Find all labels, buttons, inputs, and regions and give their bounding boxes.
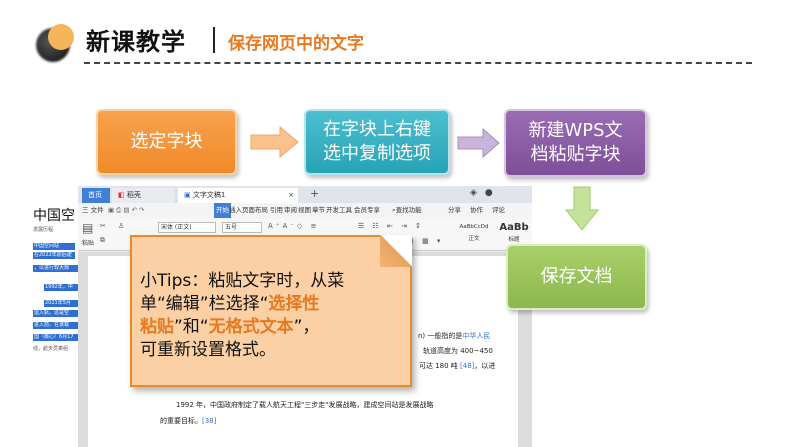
doc-text: 的重要目标。 [160, 417, 202, 425]
header-bullet-dot [48, 24, 74, 50]
tips-text-span: 单“编辑”栏选择“ [140, 294, 269, 314]
web-page-line: 发展历程 [33, 227, 54, 233]
header-divider [84, 62, 752, 64]
arrow-right-icon [457, 128, 500, 158]
style-normal-sample: AaBbCcDd [459, 224, 489, 230]
style-heading[interactable]: AaBb 标题 [496, 222, 532, 243]
tips-line: 可重新设置格式。 [140, 340, 276, 360]
cut-icon[interactable]: ✂ [100, 222, 106, 230]
doc-text: n) 一般指的是 [418, 332, 463, 340]
tips-highlight: 无格式文本 [208, 317, 294, 337]
web-page-selected-line: 进入前，在该载 [33, 322, 78, 329]
web-page-selected-line: ，以进行较大规 [33, 265, 78, 272]
paste-icon[interactable]: ▤ [82, 221, 94, 235]
menu-chapter[interactable]: 章节 [312, 206, 325, 214]
document-icon: ▣ [184, 191, 193, 199]
style-heading-sample: AaBb [499, 222, 529, 233]
flow-step-paste: 新建WPS文档粘贴字块 [504, 109, 647, 177]
tips-line: 小Tips：粘贴文字时，从菜 [140, 271, 345, 291]
search-command[interactable]: ⌕查找功能 [392, 203, 422, 218]
tab-docer-label: 稻壳 [126, 191, 141, 199]
collaborate-button[interactable]: 协作 [470, 206, 483, 214]
tips-highlight: 选择性 [268, 294, 320, 314]
flow-step-copy: 在字块上右键选中复制选项 [304, 109, 450, 175]
doc-link[interactable]: 中华人民 [462, 332, 491, 340]
tips-text-span: ”和“ [174, 317, 209, 337]
tips-line: 单“编辑”栏选择“选择性 [140, 293, 400, 316]
flow-step-copy-line2: 选中复制选项 [323, 143, 431, 164]
menu-member[interactable]: 会员专享 [354, 206, 380, 214]
menu-file[interactable]: 三 文件 [82, 206, 104, 214]
avatar[interactable]: ● [484, 188, 501, 198]
web-page-selected-line: 运入轨，这是空 [33, 310, 78, 317]
skin-icon[interactable]: ◈ [470, 188, 485, 198]
font-size-select[interactable]: 五号 [222, 222, 262, 233]
menu-start[interactable]: 开始 [214, 203, 231, 218]
paste-label[interactable]: 粘贴 [82, 240, 95, 247]
page-subtitle: 保存网页中的文字 [228, 34, 364, 54]
window-controls: ◈● [470, 188, 501, 198]
flow-step-copy-line1: 在字块上右键 [323, 119, 431, 140]
font-name-select[interactable]: 宋体 (正文) [158, 222, 216, 233]
menu-devtools[interactable]: 开发工具 [326, 206, 352, 214]
web-page-line: 线，航天员乘组 [33, 346, 69, 352]
tips-text-span: ”， [293, 317, 320, 337]
share-button[interactable]: 分享 [448, 206, 461, 214]
menu-reference[interactable]: 引用 [270, 206, 283, 214]
menu-review[interactable]: 审阅 [284, 206, 297, 214]
new-tab-button[interactable]: + [310, 187, 320, 200]
doc-citation[interactable]: [48] [460, 362, 475, 370]
copy-icon[interactable]: ⧉ [100, 236, 105, 244]
font-style-icons[interactable]: A⁺A⁻◇ ≡ [268, 222, 320, 230]
quick-access-icons[interactable]: ▣⎙▤↶↷ [108, 206, 147, 214]
doc-text: 可达 180 吨 [419, 362, 458, 370]
doc-text-line: 轨道高度为 400~450 [423, 347, 493, 355]
web-page-title: 中国空 [33, 208, 75, 224]
style-normal[interactable]: AaBbCcDd 正文 [456, 224, 492, 242]
menu-view[interactable]: 视图 [298, 206, 311, 214]
flow-step-paste-line1: 新建WPS文 [528, 120, 623, 141]
paragraph-icons[interactable]: ☰ ☷ ⇤ ⇥ ↕ [358, 222, 425, 230]
search-icon: ⌕ [392, 206, 396, 214]
arrow-down-icon [565, 186, 599, 231]
tips-highlight: 粘贴 [140, 317, 174, 337]
tab-home[interactable]: 首页 [82, 188, 110, 203]
web-page-selected-line: 国（核心）6月17 [33, 334, 78, 341]
tips-callout [130, 235, 412, 387]
docer-icon: ◧ [118, 191, 127, 199]
tab-document-label: 文字文稿1 [192, 191, 226, 199]
flow-step-select: 选定字块 [96, 109, 237, 175]
style-normal-label: 正文 [468, 236, 480, 242]
web-page-selected-line: 2021年5月 [44, 300, 78, 307]
web-page-selected-line: 中国空间站 [33, 243, 75, 250]
tips-line: 粘贴”和“无格式文本”， [140, 316, 400, 339]
format-painter-icon[interactable]: ♙ [118, 222, 125, 230]
title-separator [213, 27, 215, 53]
doc-text-line: 的重要目标。[38] [160, 414, 216, 428]
doc-text-line: 1992 年，中国政府制定了载人航天工程"三步走"发展战略，建成空间站是发展战略 [176, 401, 434, 409]
tab-document[interactable]: ▣ 文字文稿1 × [178, 188, 298, 203]
doc-text: ，以进 [474, 362, 496, 370]
tips-text: 小Tips：粘贴文字时，从菜 单“编辑”栏选择“选择性 粘贴”和“无格式文本”，… [140, 270, 400, 362]
tips-folded-corner [380, 235, 412, 267]
arrow-right-icon [250, 126, 299, 158]
style-heading-label: 标题 [508, 237, 520, 243]
doc-text-line: n) 一般指的是中华人民 [418, 329, 490, 343]
doc-text-line: 可达 180 吨 [48]，以进 [419, 359, 495, 373]
close-icon[interactable]: × [288, 191, 294, 199]
comment-button[interactable]: 评论 [492, 206, 505, 214]
menu-insert[interactable]: 插入 [229, 206, 242, 214]
page-title: 新课教学 [86, 28, 186, 56]
flow-step-paste-line2: 档粘贴字块 [530, 144, 621, 165]
search-command-label: 查找功能 [395, 206, 422, 214]
doc-citation[interactable]: [38] [202, 417, 217, 425]
menu-layout[interactable]: 页面布局 [242, 206, 268, 214]
tab-docer[interactable]: ◧ 稻壳 [112, 188, 174, 203]
web-page-selected-line: 1992年，中 [44, 284, 78, 291]
border-icons[interactable]: ⊞ ▦ ▾ [408, 237, 444, 245]
menu-bar: 三 文件 ▣⎙▤↶↷ 开始 插入 页面布局 引用 审阅 视图 章节 开发工具 会… [78, 203, 532, 218]
flow-step-save: 保存文档 [506, 244, 647, 310]
web-page-selected-line: 在2022年前后建 [33, 252, 75, 259]
